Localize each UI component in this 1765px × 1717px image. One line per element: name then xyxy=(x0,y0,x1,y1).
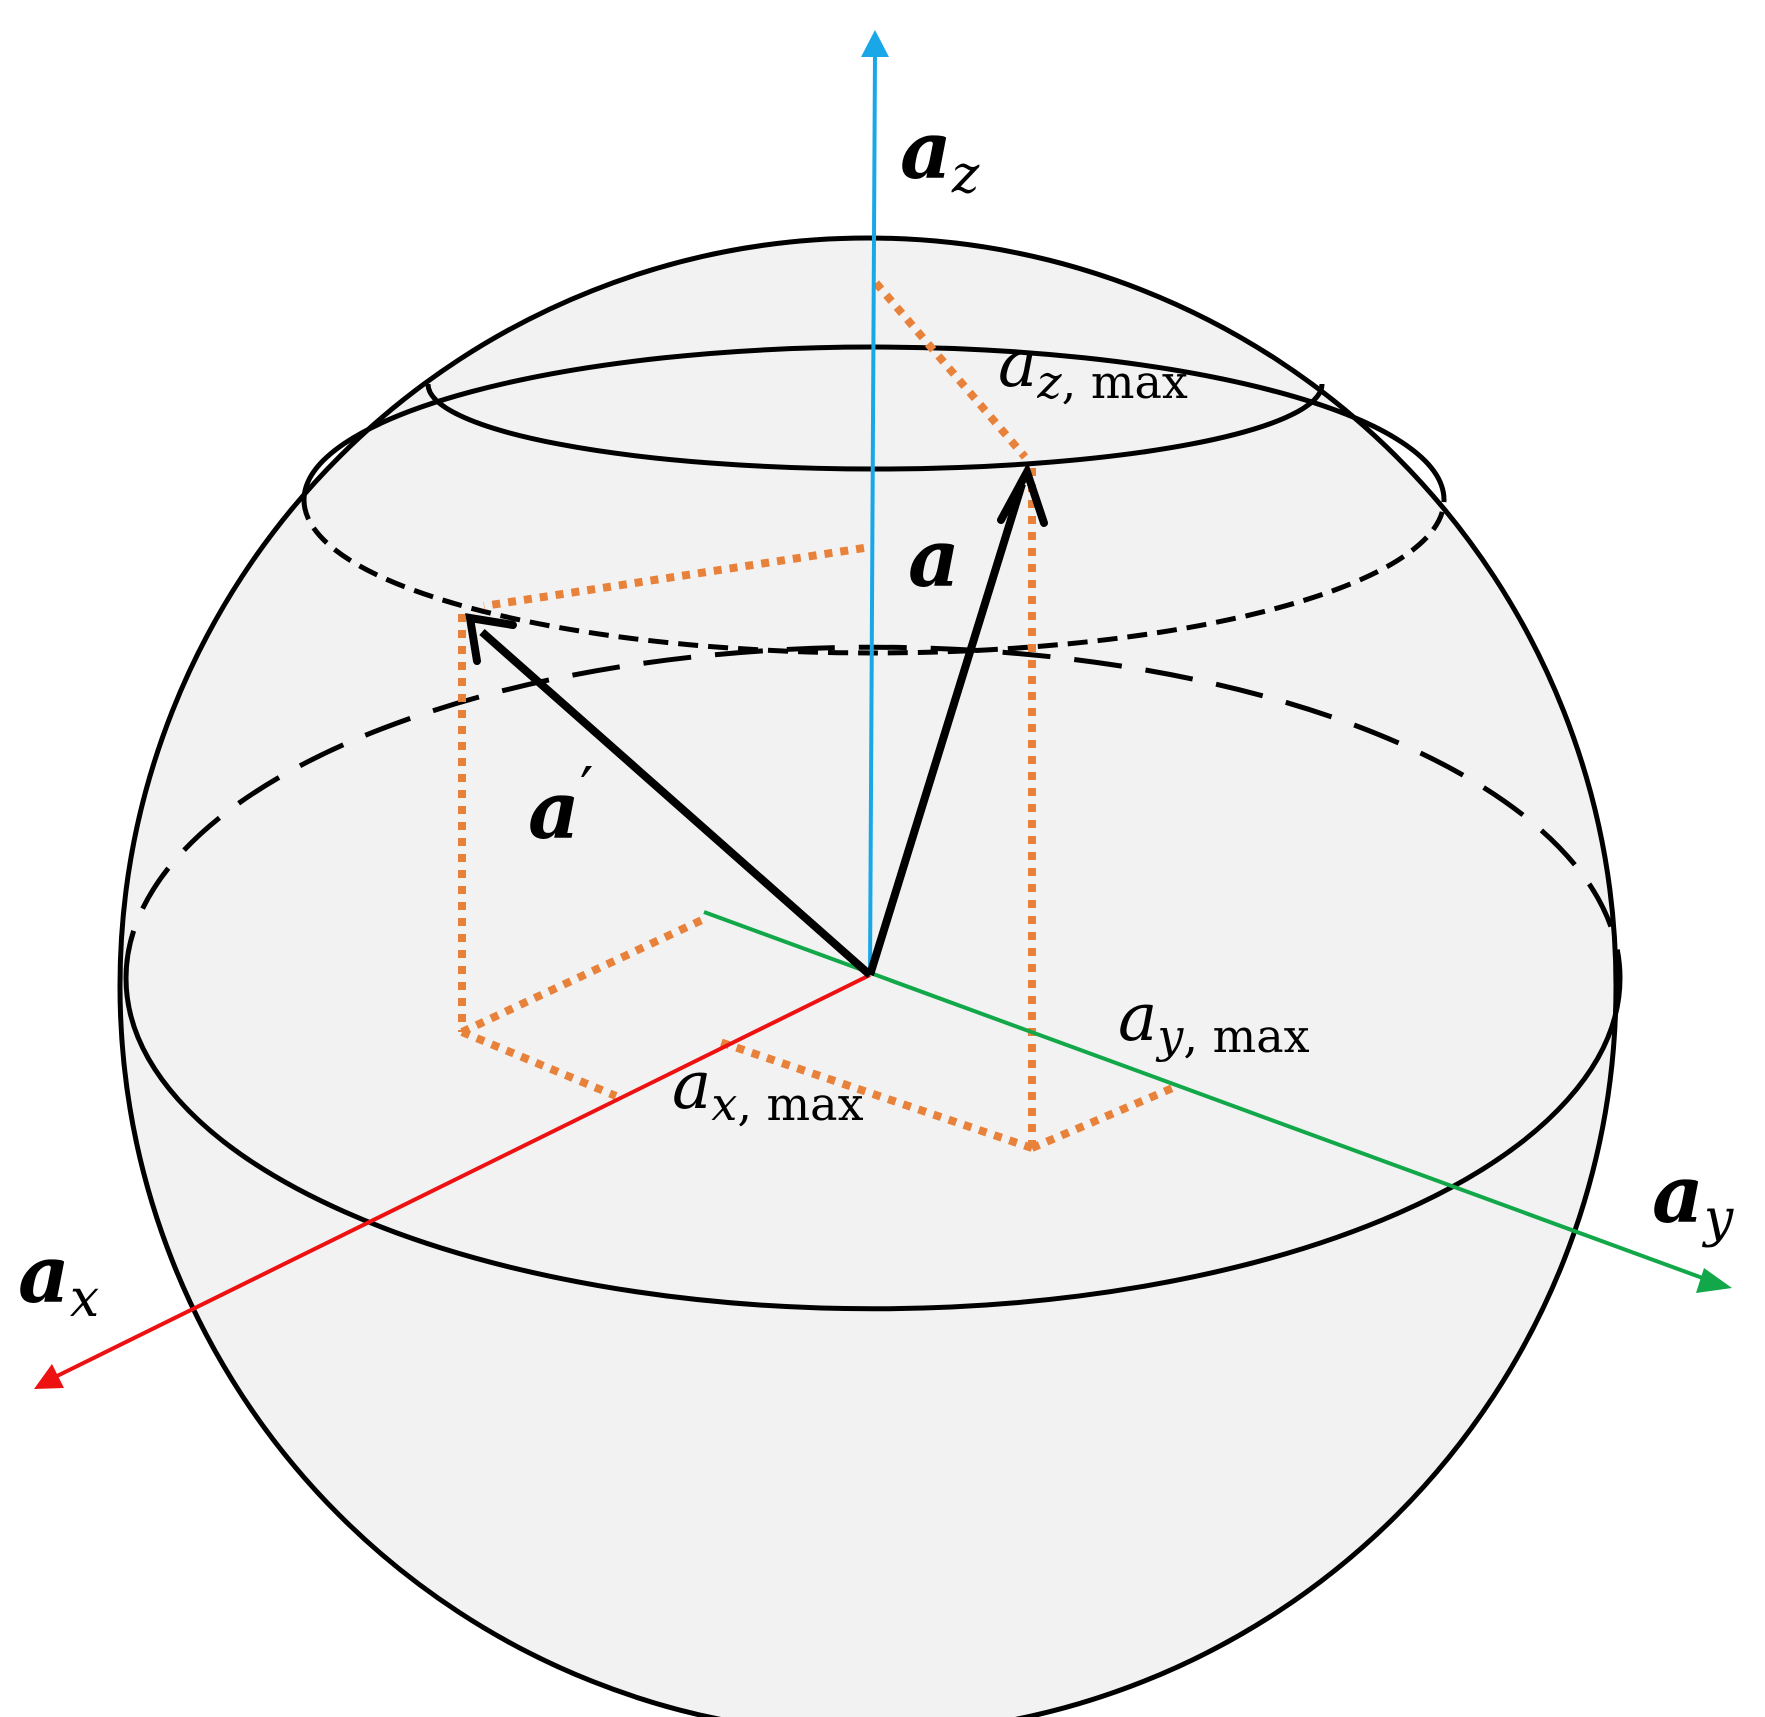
label-vector-a-prime: a′ xyxy=(528,755,593,857)
projection-aprime-base-y xyxy=(460,916,704,1036)
label-az-max: az, max xyxy=(998,325,1188,409)
vector-a-prime-arrowhead xyxy=(465,613,517,665)
projection-a-base-x xyxy=(718,1038,1034,1152)
projection-aprime-base-x xyxy=(460,1028,618,1100)
label-ay-axis: ay xyxy=(1652,1147,1734,1249)
projection-aprime-top xyxy=(483,544,865,610)
label-ax-axis: ax xyxy=(18,1227,99,1329)
equator-front xyxy=(123,977,1623,1312)
projection-lines xyxy=(458,280,1177,1152)
vector-a xyxy=(866,482,1026,977)
projection-a-base-y xyxy=(1030,1083,1177,1152)
label-ax-max: ax, max xyxy=(672,1047,864,1131)
vector-a-arrowhead xyxy=(997,461,1048,527)
x-axis xyxy=(52,973,871,1380)
y-axis-arrowhead xyxy=(1696,1268,1732,1293)
x-axis-arrowhead xyxy=(34,1364,64,1389)
label-vector-a: a xyxy=(908,511,960,605)
z-axis-arrowhead xyxy=(861,30,889,57)
z-axis xyxy=(868,51,877,976)
label-az-axis: az xyxy=(900,103,980,205)
latitude-circle-middle-front xyxy=(301,499,1447,656)
latitude-circle-top xyxy=(425,383,1325,472)
vector-a-prime xyxy=(479,629,873,978)
label-ay-max: ay, max xyxy=(1118,979,1310,1063)
projection-az-max xyxy=(872,280,1029,460)
